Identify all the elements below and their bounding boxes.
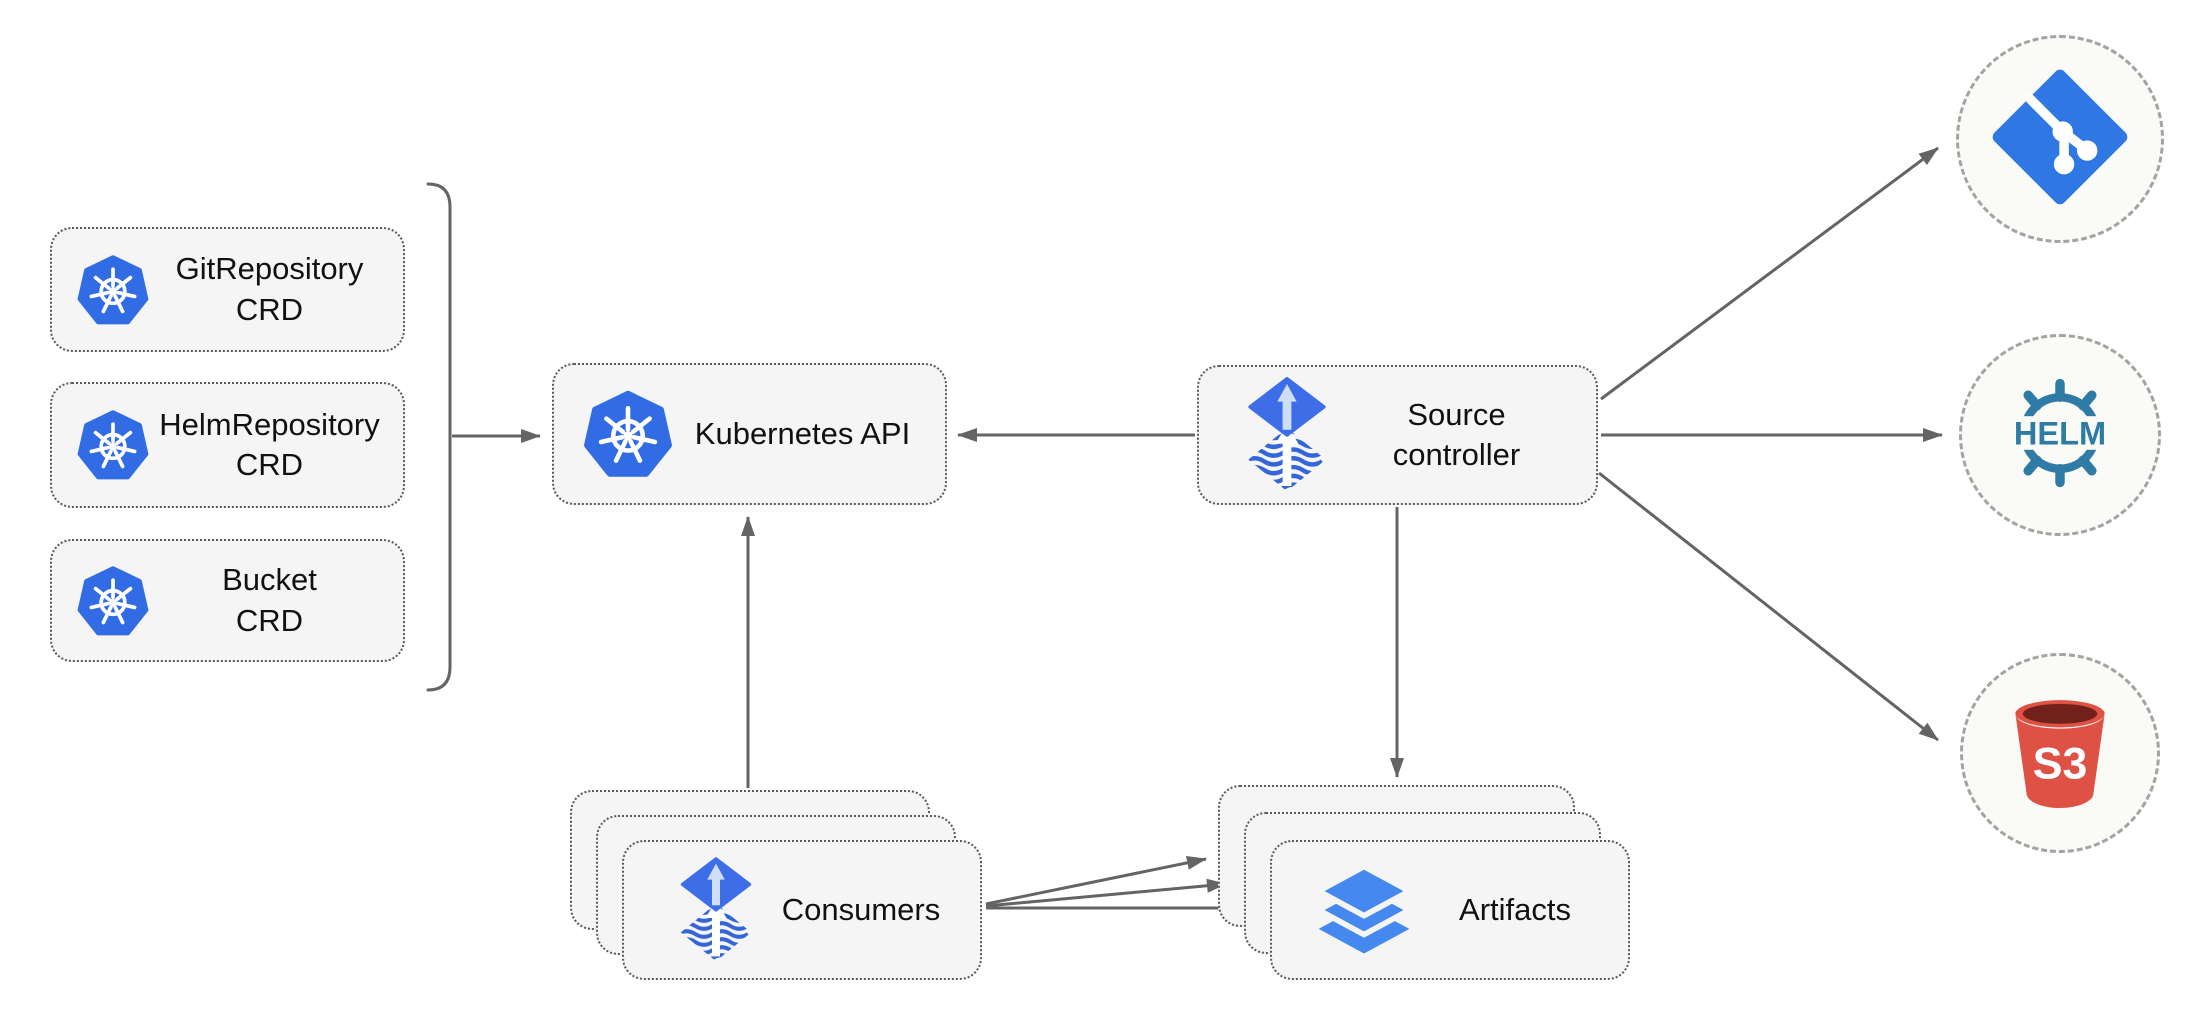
endpoint-s3: S3: [1960, 653, 2160, 853]
node-label-line1: HelmRepository: [159, 406, 380, 442]
node-label: Artifacts: [1459, 891, 1571, 927]
node-label: Consumers: [781, 891, 941, 927]
node-label-line2: CRD: [235, 447, 304, 482]
node-source-controller: Source controller: [1197, 365, 1598, 505]
helm-icon: HELM: [1997, 370, 2123, 501]
s3-bucket-icon: S3: [1998, 689, 2122, 818]
node-label: Kubernetes API: [694, 415, 911, 451]
node-label-line1: Source: [1407, 396, 1506, 432]
edge-source-to-git: [1600, 146, 1939, 401]
node-helmrepository-crd: HelmRepository CRD: [50, 382, 405, 508]
node-gitrepository-crd: GitRepository CRD: [50, 227, 405, 352]
node-label-line1: GitRepository: [175, 251, 364, 287]
helm-label: HELM: [2014, 415, 2106, 451]
flux-icon: [1243, 377, 1331, 493]
endpoint-git: [1956, 35, 2164, 243]
s3-label: S3: [2033, 739, 2088, 788]
node-label: HelmRepository CRD: [150, 405, 403, 486]
node-label-line1: Bucket: [222, 562, 317, 598]
edge-consumers-to-artifacts-2: [985, 878, 1227, 908]
crd-group-bracket: [426, 182, 452, 692]
kubernetes-icon: [582, 388, 674, 480]
edge-source-to-s3: [1598, 471, 1939, 742]
layers-icon: [1312, 862, 1416, 958]
kubernetes-icon: [76, 253, 150, 327]
node-label: Bucket CRD: [150, 560, 403, 641]
node-kubernetes-api: Kubernetes API: [552, 363, 947, 505]
git-icon: [1992, 69, 2128, 210]
edge-consumers-to-artifacts-1: [985, 855, 1207, 906]
node-bucket-crd: Bucket CRD: [50, 539, 405, 662]
node-label-line2: controller: [1392, 437, 1521, 472]
node-consumers: Consumers: [622, 840, 982, 980]
node-artifacts: Artifacts: [1270, 840, 1630, 980]
kubernetes-icon: [76, 564, 150, 638]
endpoint-helm: HELM: [1959, 334, 2161, 536]
node-label-line2: CRD: [235, 602, 304, 638]
flux-icon: [676, 857, 756, 963]
node-label-line2: CRD: [235, 291, 304, 327]
kubernetes-icon: [76, 408, 150, 482]
node-label: GitRepository CRD: [150, 249, 403, 330]
node-label: Source controller: [1331, 395, 1596, 476]
